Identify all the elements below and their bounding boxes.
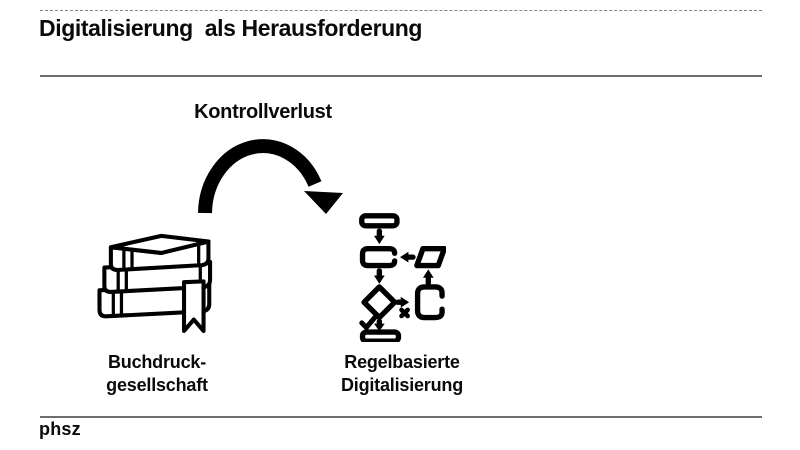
right-item-label: Regelbasierte Digitalisierung <box>340 352 464 395</box>
arrow-label: Kontrollverlust <box>194 101 332 123</box>
footer-rule <box>40 416 762 418</box>
books-stack-icon <box>97 233 213 333</box>
flowchart-icon <box>359 213 446 342</box>
top-dashed-rule <box>40 10 762 11</box>
page-title: Digitalisierung als Herausforderung <box>39 15 423 41</box>
footer-logo: phsz <box>39 419 81 439</box>
header-rule <box>40 75 762 77</box>
curved-arrow-icon <box>198 139 343 214</box>
left-item-label: Buchdruck- gesellschaft <box>106 352 208 395</box>
